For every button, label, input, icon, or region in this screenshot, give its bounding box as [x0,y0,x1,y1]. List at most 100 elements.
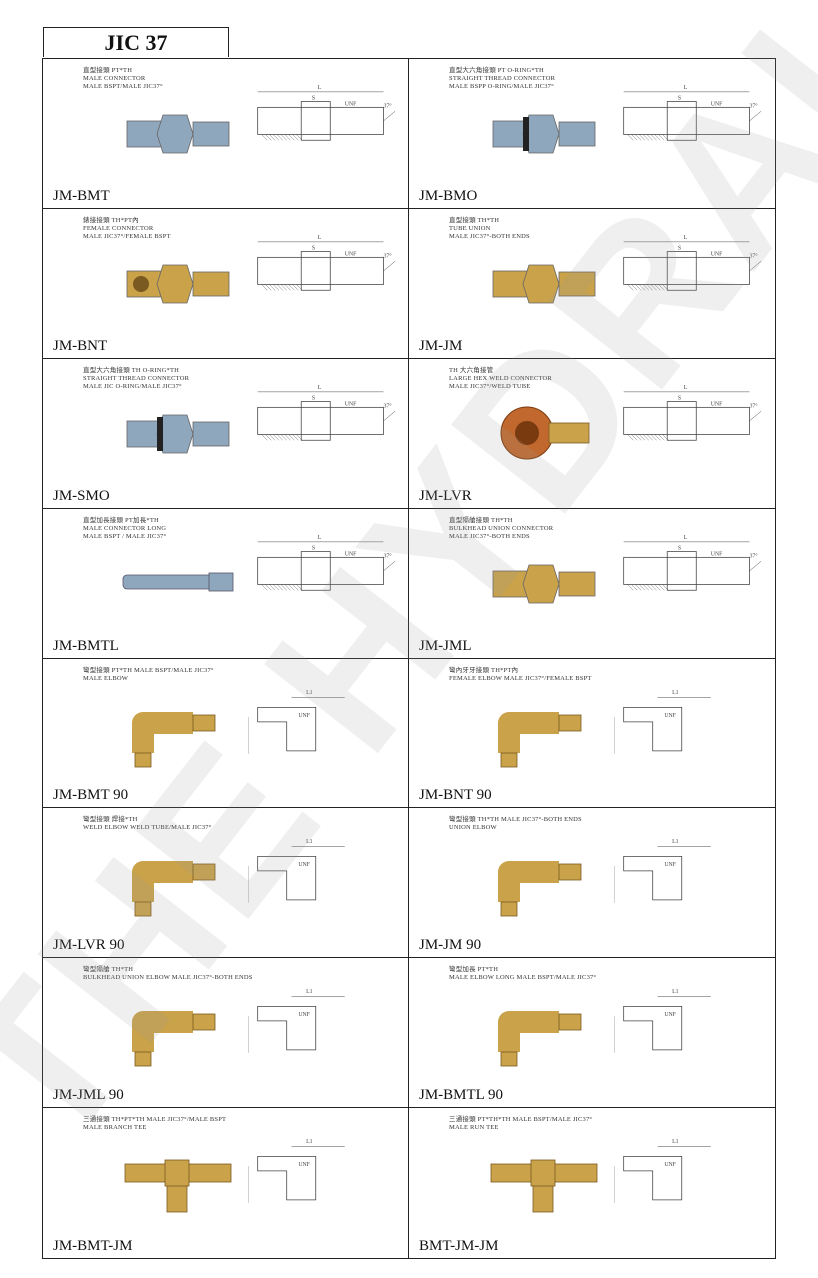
description-line: FEMALE ELBOW MALE JIC37°/FEMALE BSPT [449,674,592,682]
description-line: MALE JIC37°-BOTH ENDS [449,232,530,240]
technical-drawing: L1 UNF [613,1126,764,1208]
description-line: MALE ELBOW [83,674,129,682]
svg-text:37°: 37° [749,552,758,559]
description-line: 彎內牙牙接頭 TH*PT內 [449,666,519,674]
description-line: 彎型加長 PT*TH [449,966,499,974]
fitting-photo [479,992,609,1068]
svg-text:37°: 37° [749,102,758,109]
description-line: UNION ELBOW [449,824,497,832]
svg-text:UNF: UNF [664,1162,676,1168]
svg-text:S: S [678,245,681,251]
svg-text:L: L [684,85,688,91]
technical-drawing: L S UNF 37° [248,527,398,609]
product-code: JM-BMT-JM [53,1238,133,1254]
description-line: 彎型接頭 PT*TH MALE BSPT/MALE JIC37° [83,666,214,674]
description-line: MALE JIC37°/FEMALE BSPT [83,232,171,240]
svg-text:S: S [312,245,315,251]
svg-text:S: S [678,545,681,551]
svg-text:37°: 37° [383,252,392,259]
fitting-photo [479,93,609,169]
description-line: LARGE HEX WELD CONNECTOR [449,374,552,382]
description-line: 彎型接頭 焊接*TH [83,816,138,824]
svg-text:L1: L1 [306,689,313,695]
description-line: BULKHEAD UNION CONNECTOR [449,524,554,532]
description-line: 直型接頭 TH*TH [449,216,500,224]
svg-text:UNF: UNF [298,1162,310,1168]
description-line: 三通接頭 PT*TH*TH MALE BSPT/MALE JIC37° [449,1116,593,1124]
product-code: JM-LVR [419,487,472,504]
svg-text:UNF: UNF [664,713,676,719]
svg-text:L: L [318,235,322,241]
fitting-photo [479,393,609,469]
description-line: WELD ELBOW WELD TUBE/MALE JIC37° [83,824,212,832]
svg-text:UNF: UNF [664,1012,676,1018]
product-code: BMT-JM-JM [419,1238,499,1254]
description-line: MALE BSPT/MALE JIC37° [83,83,163,90]
svg-text:S: S [312,96,315,102]
svg-text:UNF: UNF [345,251,357,257]
svg-text:UNF: UNF [711,101,723,107]
product-code: JM-BMTL 90 [419,1087,504,1104]
description-line: MALE BSPT / MALE JIC37° [83,532,167,540]
product-code: JM-SMO [53,487,110,504]
svg-text:37°: 37° [749,252,758,259]
product-code: JM-BMTL [53,637,119,654]
description-line: 彎型隔艙 TH*TH [83,966,134,974]
page-title: JIC 37 [43,27,229,57]
description-line: TUBE UNION [449,224,491,232]
fitting-photo [113,992,243,1068]
svg-text:L1: L1 [672,989,679,995]
technical-drawing: L1 UNF [247,976,398,1058]
description-line: MALE BRANCH TEE [83,1124,147,1132]
svg-text:UNF: UNF [664,862,676,868]
technical-drawing: L1 UNF [247,826,398,908]
svg-text:UNF: UNF [345,401,357,407]
description-line: MALE BSPP O-RING/MALE JIC37° [449,83,554,90]
svg-text:L1: L1 [672,839,679,845]
svg-text:L: L [318,85,322,91]
svg-text:S: S [312,545,315,551]
svg-text:UNF: UNF [298,1012,310,1018]
svg-text:UNF: UNF [298,862,310,868]
svg-text:L: L [318,535,322,541]
technical-drawing: L S UNF 37° [248,227,398,309]
svg-text:UNF: UNF [345,551,357,557]
description-line: 三通接頭 TH*PT*TH MALE JIC37°/MALE BSPT [83,1116,227,1124]
svg-text:L: L [318,385,322,391]
svg-text:UNF: UNF [298,713,310,719]
fitting-photo [113,1142,243,1218]
description-line: FEMALE CONNECTOR [83,224,154,232]
technical-drawing: L1 UNF [613,826,764,908]
technical-drawing: L1 UNF [247,677,398,759]
technical-drawing: L S UNF 37° [614,527,764,609]
fitting-photo [479,842,609,918]
svg-text:37°: 37° [383,402,392,409]
description-line: 直型大六角接頭 PT O-RING*TH [449,67,544,74]
fitting-photo [113,93,243,169]
technical-drawing: L1 UNF [613,677,764,759]
product-code: JM-BNT [53,337,108,354]
description-line: MALE JIC O-RING/MALE JIC37° [83,382,182,390]
fitting-photo [113,393,243,469]
fitting-photo [113,543,243,619]
svg-text:L1: L1 [306,989,313,995]
product-code: JM-BNT 90 [419,787,492,804]
